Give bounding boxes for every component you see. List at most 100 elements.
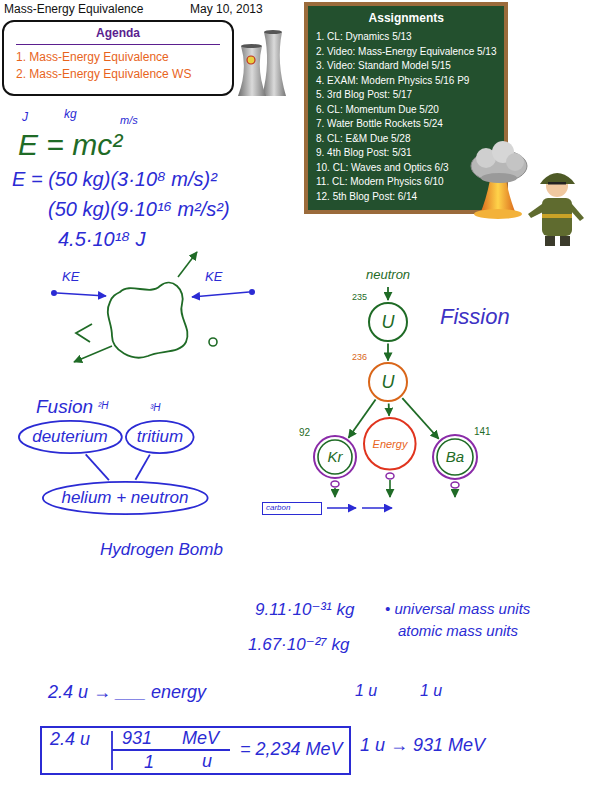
node-content: tritium — [137, 427, 183, 447]
board-heading: Assignments — [316, 10, 496, 27]
label-slot: Hydrogen Bomb — [100, 540, 223, 560]
text-slot: 92 — [299, 427, 310, 439]
outline-ring — [126, 421, 194, 453]
deuterium-oval: deuterium — [18, 420, 123, 454]
label-slot: May 10, 2013 — [190, 3, 263, 17]
collision-sketch-part — [249, 289, 255, 295]
element-symbol: U — [382, 312, 395, 333]
text-slot: 931 — [122, 729, 152, 747]
collision-sketch-part — [57, 293, 106, 296]
element-symbol: U — [382, 372, 395, 393]
equation: 4.5·10¹⁸ J — [58, 228, 146, 251]
note: Hydrogen Bomb — [100, 540, 223, 560]
label-slot: ²H — [98, 400, 109, 412]
note: 1 u — [420, 682, 442, 700]
calc-result: = 2,234 MeV — [240, 740, 343, 758]
connector — [349, 400, 376, 438]
agenda-box: Agenda 1. Mass-Energy Equivalence2. Mass-… — [2, 20, 234, 96]
text-slot: 236 — [352, 352, 367, 362]
node-content: carbon — [266, 503, 318, 513]
calculation-box: 2.4 u931MeV1u= 2,234 MeV — [40, 726, 351, 775]
agenda-item: 2. Mass-Energy Equivalence WS — [16, 66, 220, 83]
label-slot: 1 u — [355, 682, 377, 700]
label-slot: KE — [205, 270, 222, 285]
collision-sketch-part — [76, 324, 92, 342]
mass-number: 92 — [299, 427, 310, 439]
note: atomic mass units — [398, 622, 518, 639]
assignment-item: 5. 3rd Blog Post: 5/17 — [316, 88, 496, 103]
outline-ring — [364, 418, 416, 470]
date: May 10, 2013 — [190, 3, 263, 17]
text-slot: 141 — [474, 426, 491, 438]
label-slot: KE — [62, 270, 79, 285]
note: 2.4 u → ___ energy — [48, 682, 206, 703]
mushroom-cloud-part — [474, 209, 522, 219]
calc-term: 1 — [144, 753, 154, 771]
particle-name: deuterium — [32, 427, 108, 447]
soldier-figure-part — [542, 198, 572, 236]
assignment-item: 9. 4th Blog Post: 5/31 — [316, 146, 496, 161]
soldier-figure-part — [540, 173, 575, 184]
outline-ring — [43, 482, 208, 514]
connector — [135, 455, 149, 480]
label-slot: ³H — [150, 402, 161, 414]
particle-label: neutron — [366, 268, 410, 283]
energy-label: KE — [62, 270, 79, 285]
node-content: deuterium — [32, 427, 108, 447]
label-slot: (50 kg)(9·10¹⁶ m²/s²) — [48, 198, 230, 221]
collision-sketch-part — [209, 338, 217, 346]
agenda-item: 1. Mass-Energy Equivalence — [16, 49, 220, 66]
energy-circle: Energy — [363, 417, 417, 471]
topic-heading: Fission — [440, 304, 510, 329]
product-oval: helium + neutron — [42, 481, 209, 515]
outline-ring — [369, 303, 407, 341]
agenda-heading: Agenda — [16, 27, 220, 45]
label-slot: • universal mass units — [385, 600, 530, 617]
collision-sketch-part — [178, 252, 197, 277]
product-circle: Kr92 — [313, 435, 357, 479]
note: 1 u — [355, 682, 377, 700]
cooling-towers-part — [238, 46, 266, 96]
particle-name: helium + neutron — [61, 488, 188, 508]
calc-term: 931 — [122, 729, 152, 747]
soldier-figure-part — [528, 204, 543, 218]
nucleus-circle: U236 — [368, 362, 408, 402]
assignment-item: 7. Water Bottle Rockets 5/24 — [316, 117, 496, 132]
outline-ring — [19, 421, 122, 453]
fission-sketch-part — [327, 507, 356, 509]
particle-name: carbon — [266, 503, 318, 513]
energy-word: Energy — [373, 438, 408, 451]
cooling-towers-part — [262, 32, 286, 96]
equation: (50 kg)(9·10¹⁶ m²/s²) — [48, 198, 230, 221]
assignment-item: 2. Video: Mass-Energy Equivalence 5/13 — [316, 45, 496, 60]
particle-name: tritium — [137, 427, 183, 447]
text-slot: 1 — [144, 753, 154, 771]
unit-note: m/s — [120, 114, 138, 127]
node-content: Energy — [373, 438, 408, 451]
node-content: helium + neutron — [61, 488, 188, 508]
assignment-item: 8. CL: E&M Due 5/28 — [316, 132, 496, 147]
assignment-item: 6. CL: Momentum Due 5/20 — [316, 103, 496, 118]
soldier-figure-part — [548, 182, 566, 185]
connector — [388, 403, 390, 415]
label-slot: E = mc² — [18, 128, 122, 163]
carbon-bar: carbon — [262, 502, 322, 515]
mass-value: 9.11·10⁻³¹ kg — [255, 600, 354, 620]
mass-number: 236 — [352, 352, 367, 362]
collision-sketch-part — [51, 290, 57, 296]
isotope-symbol: ²H — [98, 400, 109, 412]
mushroom-cloud-part — [506, 153, 524, 171]
energy-label: KE — [205, 270, 222, 285]
node-content: U — [382, 372, 395, 393]
mass-number: 141 — [474, 426, 491, 438]
node-content: Assignments1. CL: Dynamics 5/132. Video:… — [316, 10, 496, 204]
mushroom-cloud — [471, 141, 527, 219]
cooling-towers-part — [247, 56, 255, 64]
assignment-item: 12. 5th Blog Post: 6/14 — [316, 190, 496, 205]
unit-note: J — [22, 111, 28, 125]
cooling-towers-part — [241, 44, 262, 48]
fission-sketch-part — [334, 488, 336, 497]
